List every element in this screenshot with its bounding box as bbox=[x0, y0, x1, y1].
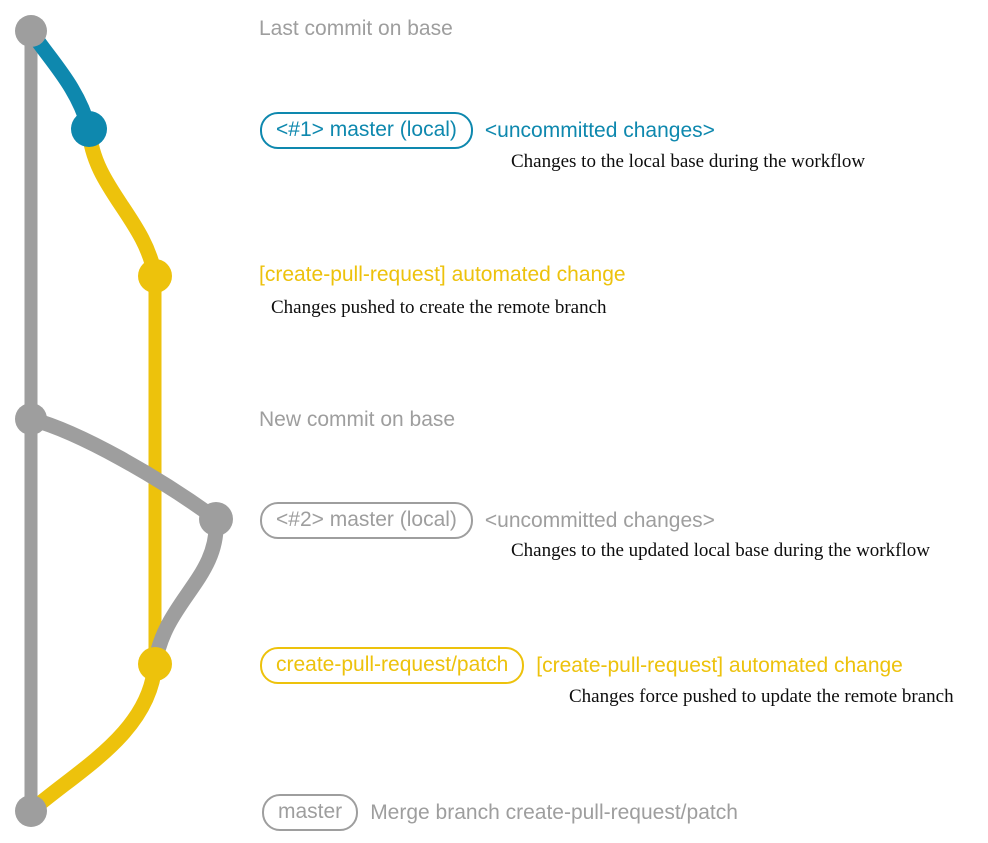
commit-row-merge-master: master Merge branch create-pull-request/… bbox=[262, 794, 738, 831]
node-new-commit-on-base[interactable] bbox=[15, 403, 47, 435]
commit-title-new-commit-on-base: New commit on base bbox=[259, 408, 456, 431]
edge-base-to-local-2 bbox=[23, 411, 224, 527]
commit-title-automated-change-2: [create-pull-request] automated change bbox=[536, 654, 903, 677]
branch-badge-master-local-1[interactable]: <#1> master (local) bbox=[260, 112, 473, 149]
node-automated-change-1[interactable] bbox=[138, 259, 172, 293]
node-automated-change-2[interactable] bbox=[138, 647, 172, 681]
node-merge-master[interactable] bbox=[15, 795, 47, 827]
commit-row-automated-change-2: create-pull-request/patch [create-pull-r… bbox=[260, 647, 903, 684]
branch-badge-master-local-2[interactable]: <#2> master (local) bbox=[260, 502, 473, 539]
branch-badge-create-pull-request-patch[interactable]: create-pull-request/patch bbox=[260, 647, 525, 684]
branch-badge-master[interactable]: master bbox=[262, 794, 359, 831]
commit-subtext-automated-change-2: Changes force pushed to update the remot… bbox=[569, 686, 954, 707]
edge-patch-2-to-merge bbox=[23, 656, 163, 819]
node-last-commit-on-base[interactable] bbox=[15, 15, 47, 47]
edge-local-2-to-patch-2 bbox=[147, 511, 224, 672]
commit-title-local-uncommitted-1: <uncommitted changes> bbox=[484, 119, 715, 142]
commit-title-local-uncommitted-2: <uncommitted changes> bbox=[484, 509, 715, 532]
edge-local-1-to-patch-1 bbox=[81, 121, 163, 284]
commit-row-local-uncommitted-1: <#1> master (local) <uncommitted changes… bbox=[260, 112, 715, 149]
commit-title-automated-change-1: [create-pull-request] automated change bbox=[259, 263, 626, 286]
node-local-uncommitted-1[interactable] bbox=[71, 111, 107, 147]
commit-title-last-commit-on-base: Last commit on base bbox=[259, 17, 453, 40]
commit-subtext-local-uncommitted-1: Changes to the local base during the wor… bbox=[511, 151, 866, 172]
commit-subtext-local-uncommitted-2: Changes to the updated local base during… bbox=[511, 540, 930, 561]
node-local-uncommitted-2[interactable] bbox=[199, 502, 233, 536]
commit-row-local-uncommitted-2: <#2> master (local) <uncommitted changes… bbox=[260, 502, 715, 539]
commit-subtext-automated-change-1: Changes pushed to create the remote bran… bbox=[271, 297, 607, 318]
commit-row-automated-change-1: [create-pull-request] automated change bbox=[259, 264, 626, 285]
commit-title-merge-master: Merge branch create-pull-request/patch bbox=[370, 801, 738, 824]
